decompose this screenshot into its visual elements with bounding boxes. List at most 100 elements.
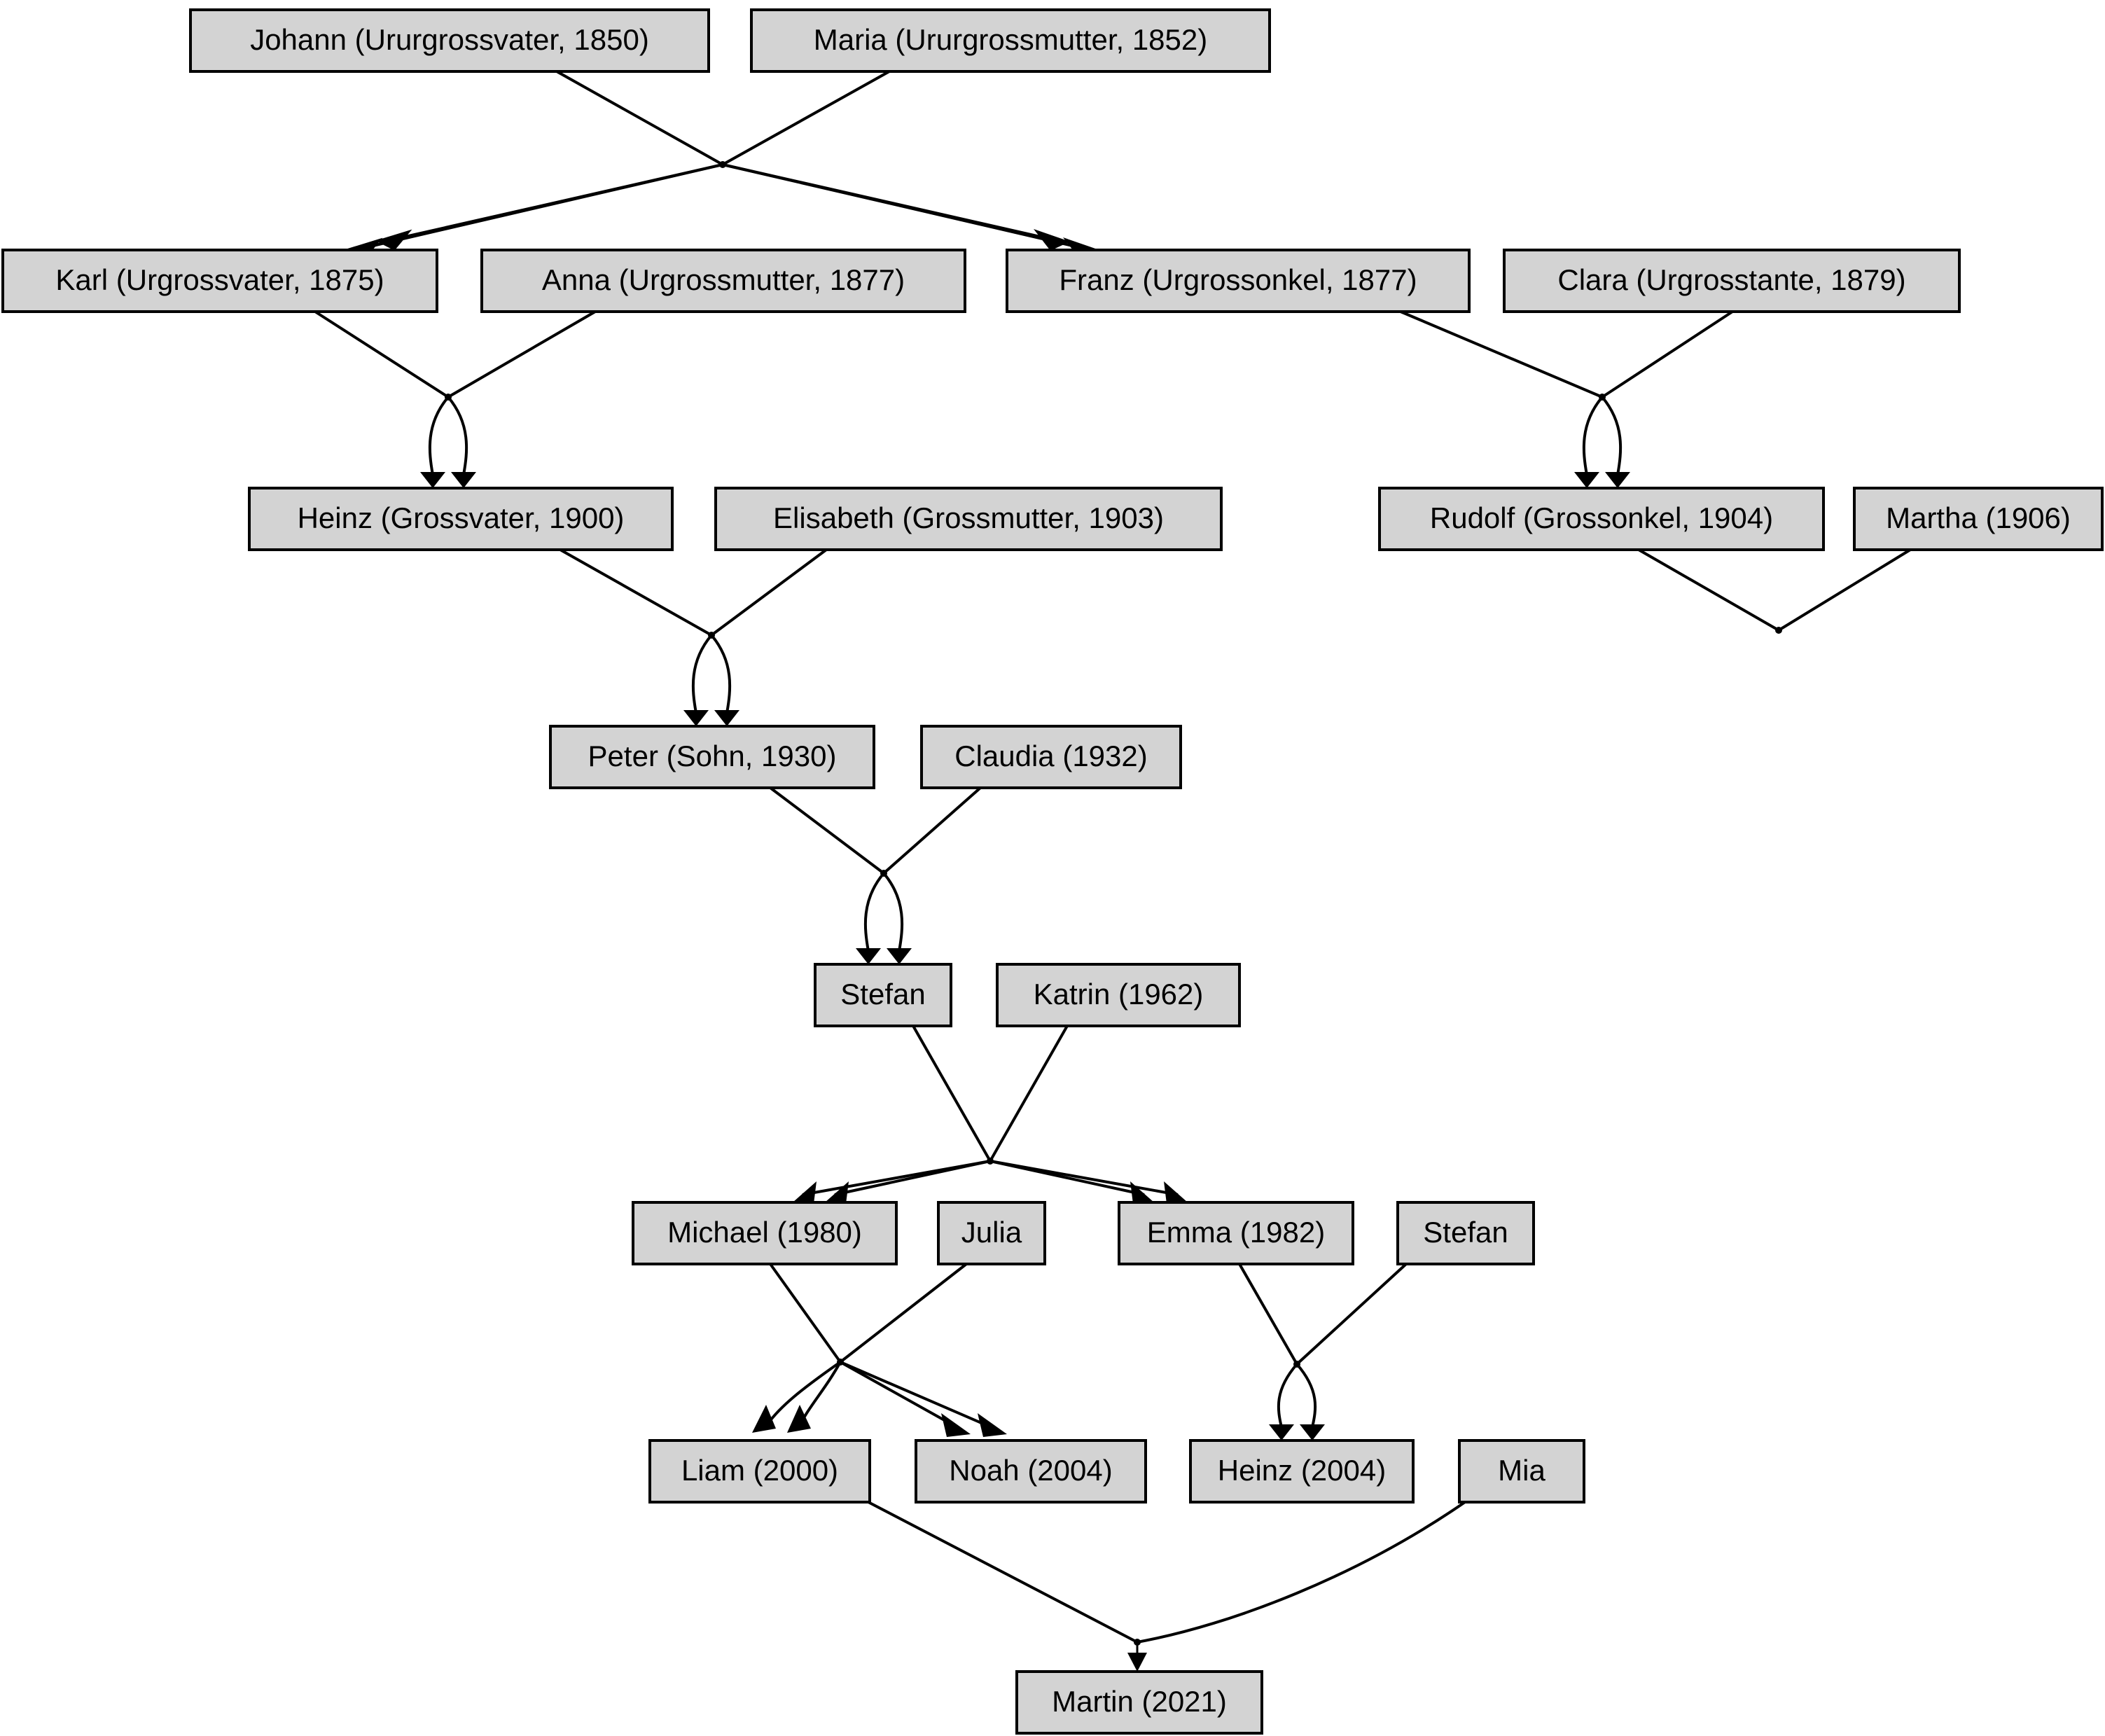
edge-liam-mia-to-martin bbox=[868, 1501, 1466, 1672]
node-katrin[interactable]: Katrin (1962) bbox=[996, 963, 1241, 1027]
edge-segment-liam-down bbox=[868, 1501, 1138, 1644]
edge-stefan-katrin-to-michael-emma bbox=[793, 1025, 1188, 1204]
edge-segment-elisabeth-down bbox=[710, 548, 828, 637]
node-box-heinz-kind[interactable] bbox=[1189, 1439, 1415, 1504]
arrowhead-to-karl-a bbox=[375, 229, 412, 251]
edge-segment-franz-down bbox=[1400, 310, 1603, 398]
edge-michael-julia-to-liam-noah bbox=[752, 1263, 1007, 1437]
arrowhead-to-rudolf-b bbox=[1605, 472, 1630, 488]
node-clara[interactable]: Clara (Urgrosstante, 1879) bbox=[1503, 249, 1961, 313]
node-box-rudolf[interactable] bbox=[1378, 487, 1825, 551]
node-box-noah[interactable] bbox=[915, 1439, 1147, 1504]
node-liam[interactable]: Liam (2000) bbox=[648, 1439, 871, 1504]
arrowhead-to-noah-b bbox=[978, 1413, 1007, 1437]
edge-segment-to-michael-b bbox=[802, 1160, 991, 1196]
join-dot-rudolf-martha bbox=[1775, 627, 1782, 634]
edge-peter-claudia-to-stefan bbox=[769, 786, 982, 964]
arrowhead-to-liam-a bbox=[752, 1405, 776, 1433]
edge-karl-anna-to-heinz bbox=[314, 310, 597, 488]
arrowhead-to-heinzk-b bbox=[1300, 1424, 1325, 1440]
edge-curve-to-heinz-a bbox=[428, 396, 450, 475]
node-box-stefan-partner[interactable] bbox=[1396, 1201, 1535, 1265]
edge-segment-to-noah-a bbox=[840, 1361, 960, 1430]
edge-heinz-elisabeth-to-peter bbox=[560, 548, 828, 726]
node-box-emma[interactable] bbox=[1118, 1201, 1354, 1265]
edge-curve-to-rudolf-b bbox=[1601, 396, 1623, 475]
nodes-layer: Johann (Ururgrossvater, 1850) Maria (Uru… bbox=[1, 8, 2104, 1735]
node-martin[interactable]: Martin (2021) bbox=[1015, 1670, 1263, 1735]
arrowhead-to-martin bbox=[1127, 1653, 1147, 1672]
join-dot-johann-maria bbox=[719, 161, 726, 168]
node-box-karl[interactable] bbox=[1, 249, 438, 313]
arrowhead-to-emma-b bbox=[1164, 1181, 1188, 1204]
arrowhead-to-liam-b bbox=[787, 1405, 811, 1433]
edge-curve-to-stefan-b bbox=[882, 872, 904, 952]
node-michael[interactable]: Michael (1980) bbox=[632, 1201, 898, 1265]
node-elisabeth[interactable]: Elisabeth (Grossmutter, 1903) bbox=[714, 487, 1223, 551]
edge-segment-maria-down bbox=[722, 70, 890, 166]
edge-johann-maria-to-karl-franz bbox=[345, 70, 1099, 259]
node-box-mia[interactable] bbox=[1458, 1439, 1585, 1504]
node-rudolf[interactable]: Rudolf (Grossonkel, 1904) bbox=[1378, 487, 1825, 551]
node-box-katrin[interactable] bbox=[996, 963, 1241, 1027]
node-martha[interactable]: Martha (1906) bbox=[1853, 487, 2104, 551]
node-claudia[interactable]: Claudia (1932) bbox=[920, 725, 1182, 789]
arrowhead-to-rudolf-a bbox=[1574, 472, 1599, 488]
node-box-martin[interactable] bbox=[1015, 1670, 1263, 1735]
node-box-maria[interactable] bbox=[750, 8, 1271, 73]
node-box-heinz-grossvater[interactable] bbox=[248, 487, 674, 551]
node-box-clara[interactable] bbox=[1503, 249, 1961, 313]
arrowhead-to-peter-a bbox=[683, 710, 709, 726]
arrowhead-to-peter-b bbox=[714, 710, 739, 726]
edge-segment-mia-down bbox=[1137, 1501, 1466, 1644]
edge-segment-julia-down bbox=[839, 1263, 968, 1363]
edge-curve-to-heinzk-a bbox=[1277, 1363, 1298, 1428]
node-julia[interactable]: Julia bbox=[937, 1201, 1046, 1265]
node-maria[interactable]: Maria (Ururgrossmutter, 1852) bbox=[750, 8, 1271, 73]
edge-segment-to-emma-b bbox=[989, 1160, 1179, 1196]
edge-segment-peter-down bbox=[769, 786, 885, 875]
edge-segment-stefan-p-down bbox=[1295, 1263, 1408, 1366]
node-box-franz[interactable] bbox=[1006, 249, 1471, 313]
node-stefan-spouse[interactable]: Stefan bbox=[814, 963, 952, 1027]
node-heinz-grossvater[interactable]: Heinz (Grossvater, 1900) bbox=[248, 487, 674, 551]
node-noah[interactable]: Noah (2004) bbox=[915, 1439, 1147, 1504]
node-box-julia[interactable] bbox=[937, 1201, 1046, 1265]
node-box-martha[interactable] bbox=[1853, 487, 2104, 551]
node-peter[interactable]: Peter (Sohn, 1930) bbox=[549, 725, 875, 789]
edge-segment-rudolf-down bbox=[1638, 548, 1779, 632]
node-box-johann[interactable] bbox=[189, 8, 710, 73]
node-johann[interactable]: Johann (Ururgrossvater, 1850) bbox=[189, 8, 710, 73]
arrowhead-to-emma-a bbox=[1130, 1181, 1154, 1204]
node-box-peter[interactable] bbox=[549, 725, 875, 789]
node-box-michael[interactable] bbox=[632, 1201, 898, 1265]
arrowhead-to-noah-a bbox=[941, 1413, 971, 1437]
edge-franz-clara-to-rudolf bbox=[1400, 310, 1734, 488]
arrowhead-to-heinzk-a bbox=[1269, 1424, 1294, 1440]
node-franz[interactable]: Franz (Urgrossonkel, 1877) bbox=[1006, 249, 1471, 313]
arrowhead-to-heinz-b bbox=[451, 472, 476, 488]
arrowhead-to-michael-a bbox=[825, 1181, 849, 1204]
node-stefan-partner[interactable]: Stefan bbox=[1396, 1201, 1535, 1265]
edge-emma-stefan-to-heinz-k bbox=[1238, 1263, 1408, 1440]
node-box-anna[interactable] bbox=[480, 249, 966, 313]
edge-segment-katrin-down bbox=[989, 1025, 1069, 1162]
edge-curve-to-heinz-b bbox=[447, 396, 468, 475]
node-karl[interactable]: Karl (Urgrossvater, 1875) bbox=[1, 249, 438, 313]
node-heinz-kind[interactable]: Heinz (2004) bbox=[1189, 1439, 1415, 1504]
arrowhead-to-heinz-a bbox=[420, 472, 445, 488]
edge-curve-to-peter-a bbox=[691, 634, 713, 714]
node-box-liam[interactable] bbox=[648, 1439, 871, 1504]
arrowhead-to-franz-a bbox=[1034, 229, 1070, 251]
node-box-claudia[interactable] bbox=[920, 725, 1182, 789]
edge-segment-michael-down bbox=[769, 1263, 842, 1363]
node-emma[interactable]: Emma (1982) bbox=[1118, 1201, 1354, 1265]
node-anna[interactable]: Anna (Urgrossmutter, 1877) bbox=[480, 249, 966, 313]
node-box-elisabeth[interactable] bbox=[714, 487, 1223, 551]
arrowhead-to-stefan-a bbox=[856, 948, 881, 964]
edge-segment-heinz-down bbox=[560, 548, 712, 637]
node-box-stefan-spouse[interactable] bbox=[814, 963, 952, 1027]
node-mia[interactable]: Mia bbox=[1458, 1439, 1585, 1504]
